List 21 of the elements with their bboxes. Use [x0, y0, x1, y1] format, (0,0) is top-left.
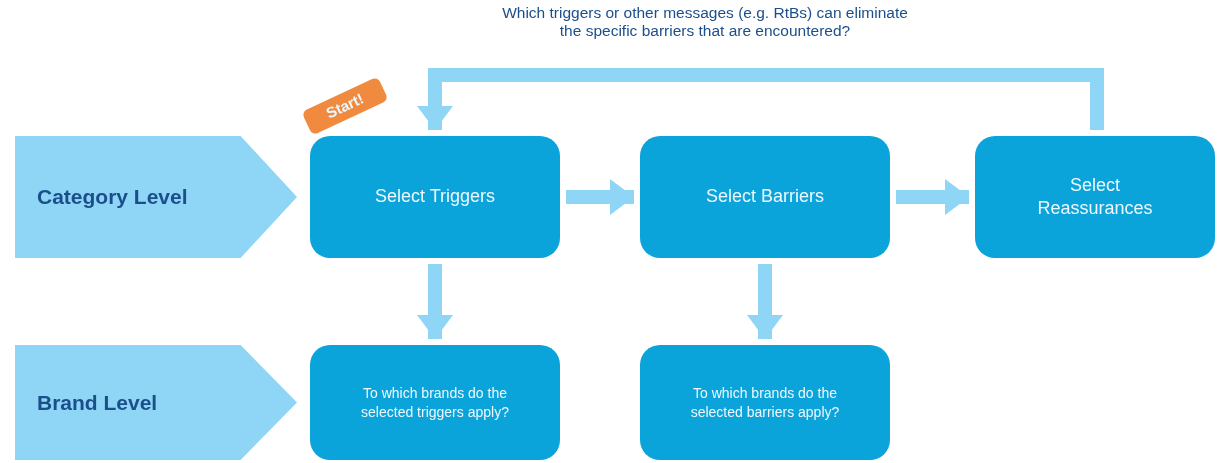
- box-label: Select Reassurances: [1036, 173, 1154, 220]
- arrow: [417, 68, 1104, 130]
- level-label: Brand Level: [37, 389, 158, 416]
- box-label: Start!: [323, 88, 367, 124]
- arrow: [747, 264, 783, 339]
- level-banner: [15, 136, 297, 258]
- question-box: [640, 345, 890, 460]
- box-label: To which brands do the selected triggers apply?: [360, 384, 510, 421]
- arrow: [896, 179, 969, 215]
- process-box: [310, 136, 560, 258]
- box-label: Select Barriers: [705, 185, 824, 209]
- box-label: To which brands do the selected barriers apply?: [689, 384, 841, 421]
- level-label: Category Level: [37, 184, 188, 211]
- level-banner: [15, 345, 297, 460]
- box-label: Select Triggers: [374, 185, 496, 209]
- question-box: [310, 345, 560, 460]
- process-box: [640, 136, 890, 258]
- process-box: [975, 136, 1215, 258]
- arrow: [566, 179, 634, 215]
- arrow: [417, 264, 453, 339]
- edge-label: Which triggers or other messages (e.g. RtBs) can eliminate the specific barriers that are encountered?: [500, 4, 910, 40]
